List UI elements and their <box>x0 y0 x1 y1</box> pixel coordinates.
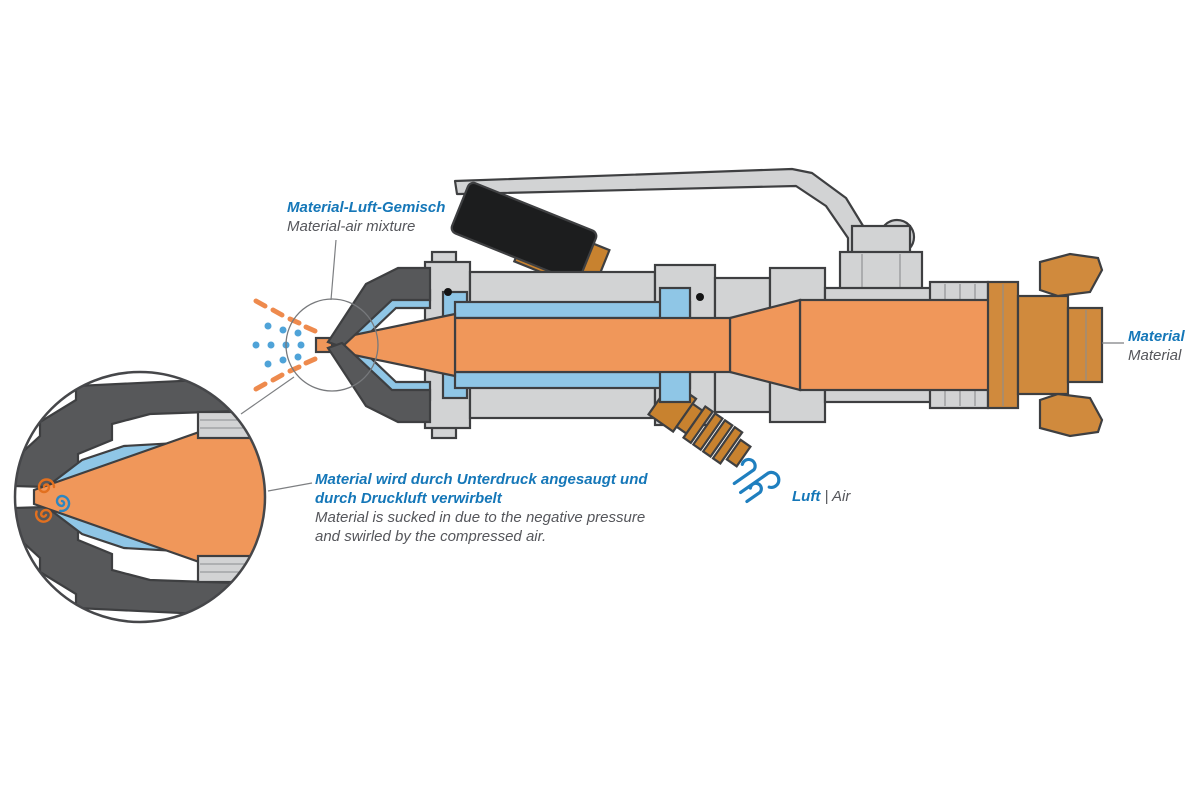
o-ring-dot <box>696 293 704 301</box>
air-inlet-fitting <box>646 380 752 468</box>
wind-swirl-icon <box>732 457 781 504</box>
label-suction-note: Material wird durch Unterdruck angesaugt… <box>315 470 648 546</box>
nozzle-callout-circle <box>285 298 379 392</box>
leader-lines <box>240 239 1124 492</box>
trigger-valve <box>450 181 924 295</box>
spray-particles <box>252 298 318 392</box>
suction-en-line2: and swirled by the compressed air. <box>315 528 547 545</box>
grip-black <box>450 181 598 283</box>
label-material-en: Material <box>1128 347 1182 364</box>
label-material-de: Material <box>1128 328 1185 345</box>
label-mixture-en: Material-air mixture <box>287 218 416 235</box>
label-material: Material Material <box>1128 327 1185 365</box>
claw-coupling <box>986 252 1104 438</box>
o-ring-dot <box>444 288 452 296</box>
label-air-de: Luft <box>792 488 821 505</box>
valve-flange <box>838 250 924 292</box>
label-air-separator: | <box>824 488 829 505</box>
swirl-icon <box>34 478 71 523</box>
suction-en-line1: Material is sucked in due to the negativ… <box>315 509 646 526</box>
material-channel <box>314 298 1022 392</box>
suction-de-line2: durch Druckluft verwirbelt <box>315 490 502 507</box>
label-air-en: Air <box>832 488 851 505</box>
valve-neck <box>850 224 912 256</box>
label-air: Luft | Air <box>792 487 850 506</box>
nozzle-assembly <box>326 266 432 424</box>
magnifier-detail-circle <box>13 370 267 624</box>
suction-de-line1: Material wird durch Unterdruck angesaugt… <box>315 471 648 488</box>
label-mixture-de: Material-Luft-Gemisch <box>287 199 446 216</box>
label-material-air-mixture: Material-Luft-Gemisch Material-air mixtu… <box>287 198 445 236</box>
